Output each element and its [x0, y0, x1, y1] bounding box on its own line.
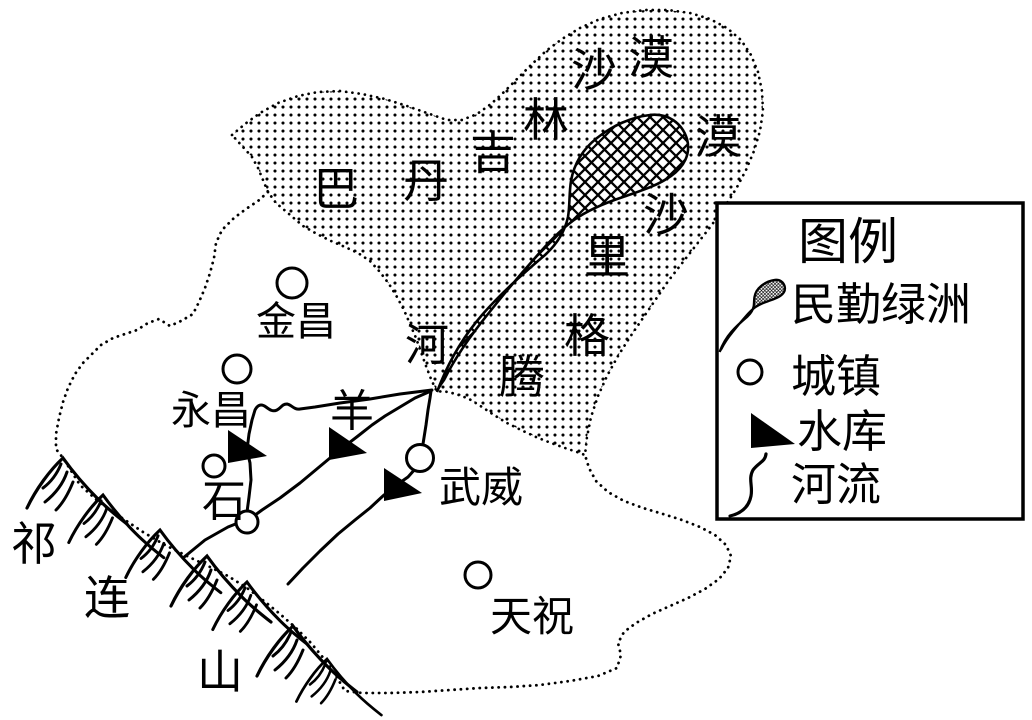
- river-label-shiyanghe: 石 羊 河: [202, 320, 449, 527]
- city-circle-jinchang: [275, 266, 309, 300]
- desert-char-sha2: 沙: [643, 188, 689, 242]
- town-circle-lower: [234, 509, 260, 535]
- town-circles: [201, 266, 493, 590]
- reservoir-triangle-yongchang: [228, 430, 267, 463]
- desert-char-li: 里: [584, 230, 630, 284]
- desert-char-lin: 林: [523, 93, 569, 147]
- legend-label-town: 城镇: [791, 350, 881, 403]
- city-circle-yongchang: [221, 353, 253, 385]
- desert-char-dan: 丹: [403, 154, 449, 208]
- desert-char-ge: 格: [564, 309, 610, 363]
- legend-label-river: 河流: [791, 458, 881, 511]
- reservoir-triangle-middle: [329, 427, 367, 460]
- mountain-char-lian: 连: [84, 571, 130, 625]
- mountain-char-shan: 山: [197, 645, 243, 699]
- reservoirs: [228, 427, 422, 501]
- city-circle-tianzhu: [463, 560, 493, 590]
- river-north-branch: [181, 388, 434, 560]
- river-char-yang: 羊: [330, 386, 374, 437]
- city-label-yongchang: 永昌: [171, 388, 251, 434]
- legend-box: [715, 201, 1025, 521]
- mountain-label-qilianshan: 祁 连 山: [11, 517, 243, 699]
- desert-char-mo: 漠: [628, 31, 674, 85]
- legend-reservoir-triangle-icon: [751, 413, 795, 448]
- desert-char-sha: 沙: [571, 43, 617, 97]
- desert-label-tengger: 腾 格 里 沙 漠: [499, 110, 741, 404]
- region-boundary: [54, 190, 733, 695]
- mountain-char-qi: 祁: [11, 517, 57, 571]
- reservoir-triangle-wuwei: [384, 468, 422, 501]
- city-label-tianzhu: 天祝: [490, 592, 574, 641]
- legend-label-reservoir: 水库: [797, 405, 887, 458]
- river-char-he: 河: [405, 320, 449, 371]
- river-char-shi: 石: [202, 476, 246, 527]
- legend-river-line-icon: [728, 452, 768, 518]
- city-labels: 金昌 永昌 武威 天祝: [171, 299, 574, 641]
- legend: 图例 民勤绿洲 城镇 水库 河流: [715, 201, 1025, 521]
- city-label-wuwei: 武威: [439, 463, 523, 512]
- desert-char-mo2: 漠: [695, 110, 741, 164]
- town-circle-upper: [201, 453, 227, 479]
- desert-char-teng: 腾: [499, 350, 545, 404]
- legend-title: 图例: [798, 213, 898, 271]
- desert-char-ba: 巴: [313, 162, 359, 216]
- legend-label-oasis: 民勤绿洲: [791, 278, 971, 331]
- city-label-jinchang: 金昌: [256, 299, 336, 345]
- desert-label-badain-jaran: 巴 丹 吉 林 沙 漠: [313, 31, 674, 216]
- legend-town-circle-icon: [736, 358, 764, 386]
- city-circle-wuwei: [405, 443, 435, 473]
- desert-char-ji: 吉: [470, 126, 516, 180]
